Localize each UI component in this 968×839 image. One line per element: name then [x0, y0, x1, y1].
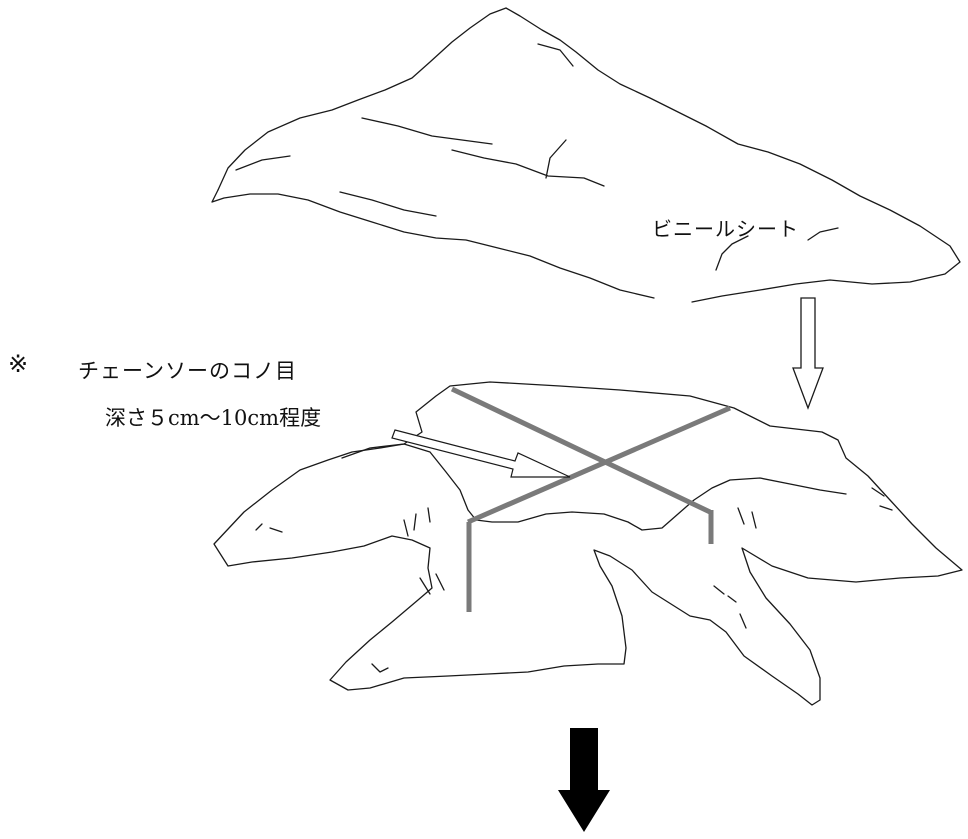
stump-root-crack [737, 507, 745, 525]
vinyl-sheet-fold [361, 117, 493, 145]
note-title: チェーンソーのコノ目 [78, 359, 297, 383]
stump-root-crack [255, 523, 263, 531]
stump-root-crack [713, 585, 725, 595]
stump-outline [213, 381, 963, 706]
stump-root-crack [413, 513, 417, 531]
vinyl-sheet-outline [217, 7, 961, 303]
stump-root-crack [427, 507, 431, 523]
stump-root-crack [879, 505, 893, 511]
stump-root-crack [751, 511, 757, 529]
stump-root-crack [403, 519, 409, 537]
vinyl-sheet-bottom-edge [211, 189, 655, 299]
stump-root-crack [871, 487, 885, 497]
stump-top-edge [341, 443, 847, 531]
stump-root-crack [727, 595, 737, 603]
note-depth: 深さ５cm～10cm程度 [105, 406, 322, 430]
tree-stump [213, 381, 963, 706]
next-step-arrow [558, 728, 610, 832]
vinyl-sheet-fold [339, 191, 437, 217]
stump-root-crack [739, 613, 747, 629]
cover-arrow [792, 297, 824, 410]
vinyl-sheet [211, 7, 961, 303]
vinyl-sheet-fold [545, 139, 567, 179]
cut-line-diagonal [450, 386, 712, 515]
chainsaw-cuts [450, 386, 731, 612]
cut-line-diagonal [467, 405, 731, 525]
vinyl-sheet-fold [807, 227, 839, 241]
vinyl-sheet-fold [451, 149, 605, 187]
stump-root-crack [371, 663, 389, 673]
vinyl-sheet-fold [715, 235, 749, 271]
stump-root-crack [419, 577, 431, 595]
stump-root-crack [435, 573, 445, 591]
note-pointer-arrow [391, 429, 571, 478]
vinyl-sheet-fold [235, 155, 291, 171]
vinyl-sheet-fold [537, 43, 574, 67]
vinyl-sheet-label: ビニールシート [652, 217, 799, 241]
note-mark: ※ [8, 350, 29, 378]
stump-root-crack [269, 527, 283, 533]
